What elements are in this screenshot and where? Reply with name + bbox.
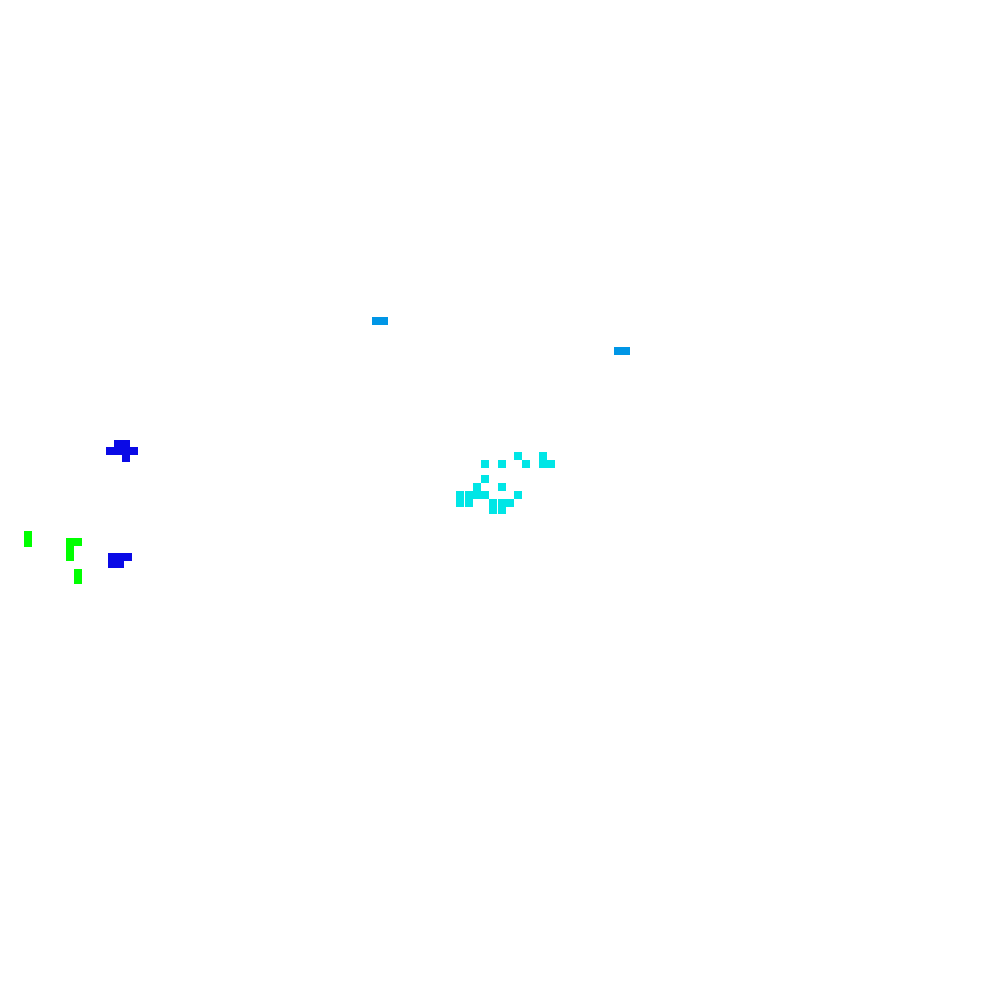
pixel-cell — [24, 539, 33, 548]
pixel-cell — [108, 553, 117, 562]
pixel-cell — [114, 447, 123, 456]
pixel-cell — [372, 317, 381, 326]
pixel-cell — [539, 460, 548, 469]
pixel-cell — [489, 499, 498, 508]
pixel-cell — [106, 447, 115, 456]
pixel-cell — [489, 506, 498, 515]
pixel-cell — [74, 576, 83, 585]
pixel-cell — [473, 483, 482, 492]
pixel-cell — [66, 538, 75, 547]
pixel-cell — [74, 569, 83, 578]
pixel-cell — [498, 499, 507, 508]
pixel-cell — [122, 454, 131, 463]
pixel-cell — [116, 560, 125, 569]
pixel-cell — [124, 553, 133, 562]
pixel-cell — [522, 460, 531, 469]
pixel-cell — [622, 347, 631, 356]
pixel-cell — [74, 538, 83, 547]
pixel-cell — [122, 440, 131, 449]
pixel-cell — [614, 347, 623, 356]
pixel-cell — [481, 460, 490, 469]
pixel-cell — [498, 483, 507, 492]
pixel-cell — [514, 452, 523, 461]
pixel-cell — [456, 491, 465, 500]
pixel-cell — [24, 531, 33, 540]
pixel-cell — [514, 491, 523, 500]
pixel-cell — [498, 506, 507, 515]
pixel-cell — [465, 491, 474, 500]
pixel-cell — [380, 317, 389, 326]
pixel-cell — [498, 460, 507, 469]
pixel-cell — [130, 447, 139, 456]
pixel-cell — [481, 475, 490, 484]
pixel-cell — [66, 553, 75, 562]
pixel-cell — [116, 553, 125, 562]
pixel-cell — [547, 460, 556, 469]
pixel-cell — [456, 499, 465, 508]
pixel-cell — [122, 447, 131, 456]
pixel-cell — [506, 499, 515, 508]
pixel-cell — [114, 440, 123, 449]
pixel-cell — [66, 546, 75, 555]
pixel-cell — [481, 491, 490, 500]
pixel-cell — [473, 491, 482, 500]
pixel-cell — [539, 452, 548, 461]
pixel-cell — [465, 499, 474, 508]
pixel-cell — [108, 560, 117, 569]
